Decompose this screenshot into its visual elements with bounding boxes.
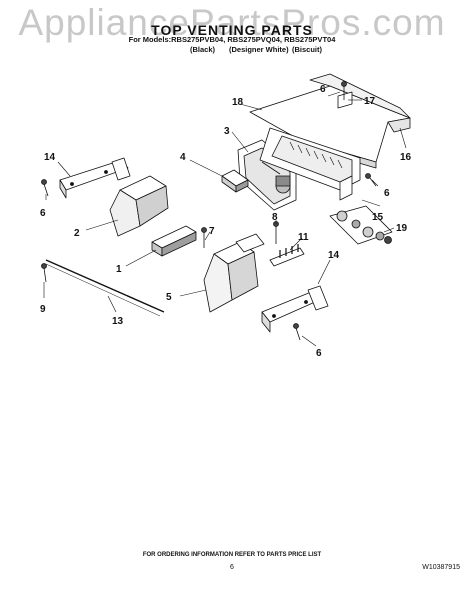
callout-1: 1 — [116, 264, 122, 275]
part-19-switch-block — [329, 205, 393, 245]
part-7-screw — [201, 227, 207, 248]
callout-14-left: 14 — [44, 152, 56, 163]
callout-6-bottom: 6 — [316, 348, 322, 359]
callout-13: 13 — [112, 316, 124, 327]
callout-17: 17 — [364, 96, 376, 107]
callout-6-right: 6 — [384, 188, 390, 199]
callout-8: 8 — [272, 212, 278, 223]
part-16-duct-channel — [259, 127, 361, 201]
callout-18: 18 — [232, 97, 244, 108]
part-1-baffle — [151, 225, 197, 257]
callout-4: 4 — [180, 152, 186, 163]
leader-lines — [43, 91, 407, 347]
screw-6-bottom — [293, 323, 301, 341]
callout-19: 19 — [396, 223, 408, 234]
screw-6-left — [41, 179, 49, 197]
finish-designer-white: (Designer White) — [229, 45, 289, 54]
callout-6-left: 6 — [40, 208, 46, 219]
part-17-bracket — [337, 81, 353, 109]
callout-3: 3 — [224, 126, 230, 137]
watermark: AppliancePartsPros.com — [18, 2, 446, 43]
finish-biscuit: (Biscuit) — [292, 45, 322, 54]
part-5-mounting-bracket — [203, 233, 265, 313]
part-8-screw — [273, 221, 279, 244]
part-14-left-bracket — [59, 157, 131, 199]
part-14-right-bracket — [261, 285, 329, 333]
callout-15: 15 — [372, 212, 384, 223]
part-13-long-rod — [45, 259, 165, 317]
page-number: 6 — [230, 564, 234, 571]
finish-black: (Black) — [190, 45, 216, 54]
part-2-vent-duct — [109, 175, 169, 237]
document-number: W10387915 — [422, 564, 460, 571]
callout-16: 16 — [400, 152, 412, 163]
callout-14-right: 14 — [328, 250, 340, 261]
model-list: For Models:RBS275PVB04, RBS275PVQ04, RBS… — [128, 35, 336, 44]
part-9-screw — [41, 263, 47, 283]
callout-6-top: 6 — [320, 84, 326, 95]
screw-6-mid-right — [365, 173, 377, 187]
callout-5: 5 — [166, 292, 172, 303]
part-4-foam-block — [221, 169, 249, 193]
ordering-note: FOR ORDERING INFORMATION REFER TO PARTS … — [142, 552, 322, 558]
page-title: TOP VENTING PARTS — [151, 22, 313, 38]
callout-9: 9 — [40, 304, 46, 315]
callout-2: 2 — [74, 228, 80, 239]
callout-11: 11 — [298, 232, 309, 243]
part-11-terminal-block — [269, 244, 305, 267]
callout-7: 7 — [209, 226, 215, 237]
